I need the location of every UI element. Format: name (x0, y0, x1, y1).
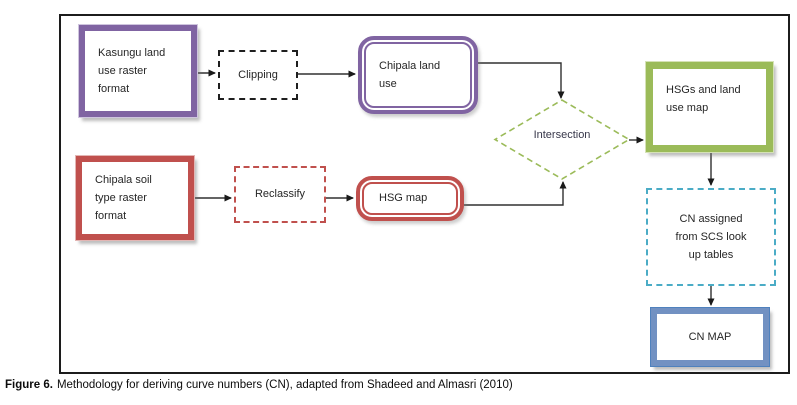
node-label: Chipala soil type raster format (95, 173, 152, 223)
node-label: Reclassify (254, 188, 306, 201)
intersection-diamond (493, 99, 631, 180)
node-label: Clipping (238, 68, 278, 81)
node-intersection-label: Intersection (533, 129, 591, 141)
node-kasungu-land-use-raster: Kasungu land use raster format (79, 25, 197, 117)
node-chipala-land-use: Chipala land use (358, 36, 478, 114)
node-reclassify: Reclassify (234, 166, 326, 223)
node-label: Chipala land use (379, 59, 441, 90)
node-label: CN MAP (688, 330, 732, 343)
flow-arrows (194, 62, 715, 306)
figure-caption: Figure 6.Methodology for deriving curve … (5, 379, 785, 391)
figure-caption-text: Methodology for deriving curve numbers (… (56, 379, 513, 391)
arrow-hsg-map-to-intersection (464, 181, 567, 206)
node-chipala-soil-type-raster: Chipala soil type raster format (76, 156, 194, 240)
node-label: Kasungu land use raster format (98, 46, 166, 96)
node-hsg-map: HSG map (356, 176, 464, 221)
node-label: HSG map (379, 192, 428, 205)
node-inner: Chipala land use (364, 42, 472, 108)
node-clipping: Clipping (218, 50, 298, 100)
node-label: CN assigned from SCS look up tables (675, 212, 747, 262)
node-cn-assigned-scs: CN assigned from SCS look up tables (646, 188, 776, 286)
node-inner: HSG map (362, 182, 458, 215)
node-label: HSGs and land use map (666, 84, 741, 115)
diagram-frame: Kasungu land use raster format Clipping … (59, 14, 790, 374)
node-cn-map: CN MAP (651, 308, 769, 366)
node-hsgs-and-land-use-map: HSGs and land use map (646, 62, 773, 152)
arrow-chipala-land-use-to-intersection (478, 62, 565, 99)
figure-caption-label: Figure 6. (5, 379, 53, 391)
